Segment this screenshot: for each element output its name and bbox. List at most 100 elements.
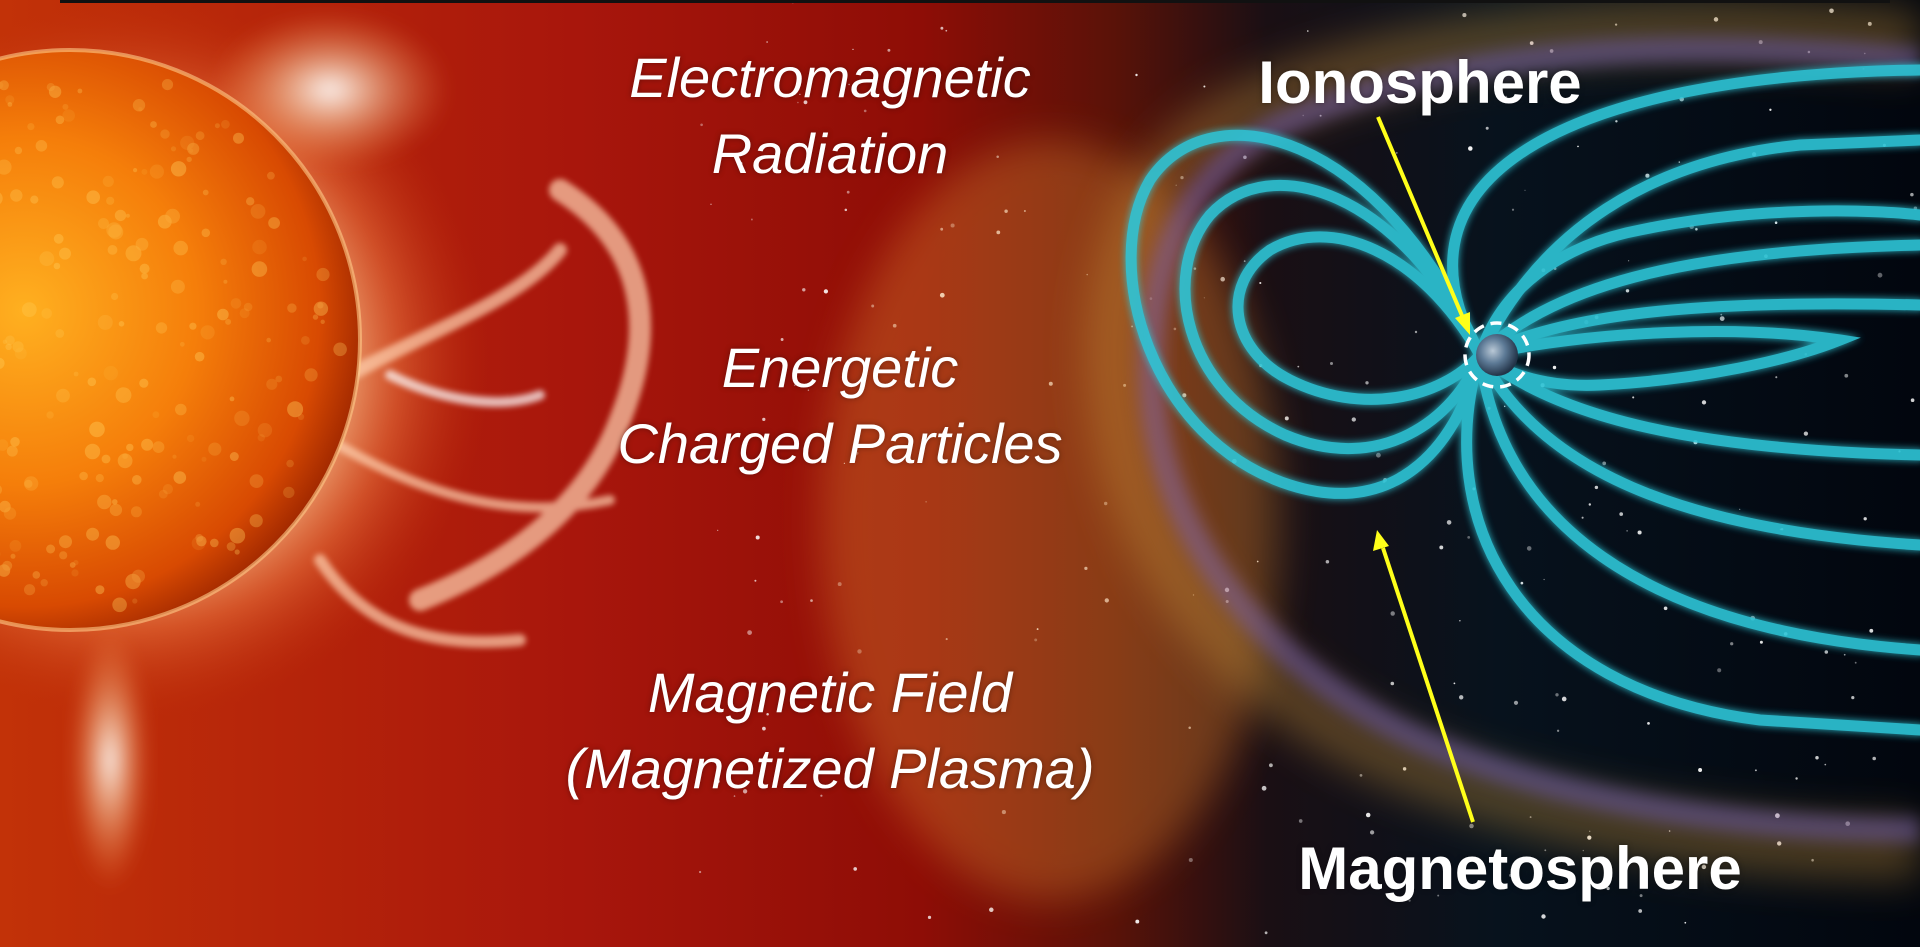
star [1639, 894, 1643, 898]
sun-granule [210, 538, 219, 548]
star [1446, 520, 1452, 525]
sun-granule [2, 560, 13, 571]
star [1505, 95, 1508, 98]
sun-granule [21, 302, 37, 317]
sun-granule [191, 536, 206, 551]
sun-granule [125, 245, 142, 262]
star [1298, 819, 1303, 823]
star [1135, 73, 1138, 77]
star [1854, 661, 1857, 664]
star [1203, 85, 1206, 88]
sun-granule [112, 499, 118, 505]
star [1581, 516, 1584, 519]
star [803, 100, 808, 105]
sun-granule [160, 129, 170, 139]
sun-granule [189, 148, 194, 153]
star [1503, 405, 1506, 408]
magnetic-line1: Magnetic Field [647, 661, 1013, 724]
star [1469, 823, 1474, 829]
sun-granule [5, 343, 12, 350]
sun-granule [62, 109, 75, 122]
ionosphere-arrow [1376, 116, 1470, 335]
sun-granule [194, 351, 205, 362]
star [755, 535, 760, 540]
sun-granule [149, 164, 164, 179]
sun-granule [106, 196, 115, 205]
star [1526, 546, 1532, 551]
sun-granule [117, 453, 133, 469]
ionosphere-label: Ionosphere [1258, 49, 1582, 116]
star [780, 338, 784, 341]
magnetic-line2: (Magnetized Plasma) [565, 737, 1095, 800]
star [844, 208, 848, 212]
star [1284, 416, 1289, 421]
star [1437, 894, 1440, 897]
star [1135, 919, 1140, 924]
sun-granule [187, 142, 200, 155]
energetic-line1: Energetic [721, 336, 959, 399]
sun-granule [161, 79, 174, 91]
magnetic-field-lines-icon [1125, 64, 1920, 736]
sun-granule [283, 486, 295, 499]
sun-granule [189, 322, 197, 330]
sun-granule [108, 224, 124, 240]
star [1701, 400, 1707, 405]
sun-granule [10, 189, 23, 202]
sun-granule [56, 388, 70, 403]
sun-granule [266, 378, 278, 390]
sun-granule [179, 341, 185, 347]
sun-granule [230, 298, 242, 309]
star [698, 870, 702, 874]
sun-granule [86, 190, 100, 204]
sun-granule [220, 258, 227, 265]
sun-granule [157, 214, 172, 229]
star [1754, 769, 1757, 772]
sun-granule [304, 368, 318, 382]
sun-granule [173, 471, 187, 484]
sun-granule [312, 314, 319, 320]
star [927, 915, 932, 920]
star [1647, 722, 1650, 725]
sun-granule [172, 454, 177, 459]
star [766, 712, 769, 716]
sun-granule [107, 245, 118, 255]
star [1555, 693, 1559, 697]
star [1627, 260, 1630, 262]
star [733, 795, 736, 797]
star [1910, 398, 1915, 403]
sun-granule [225, 318, 232, 325]
star [1476, 872, 1478, 874]
sun-granule [152, 441, 165, 453]
sun-granule [112, 597, 127, 613]
star [1261, 785, 1267, 791]
sun-granule [102, 175, 114, 187]
star [1824, 763, 1827, 766]
sun-granule [24, 584, 36, 596]
star [1606, 886, 1610, 891]
star [1824, 650, 1829, 654]
sun-granule [9, 540, 22, 552]
sun-granule [173, 240, 188, 256]
star [1730, 642, 1734, 646]
sun-granule [77, 88, 83, 94]
sun-granule [0, 81, 4, 89]
magnetosphere-boundary [1084, 0, 1920, 880]
sun-granule [286, 459, 294, 468]
sun-granule [250, 204, 266, 219]
earth-icon [1476, 334, 1518, 376]
sun-granule [7, 102, 13, 107]
star [799, 93, 801, 96]
star [1307, 30, 1309, 32]
star [1637, 530, 1642, 535]
sun-granule [214, 123, 220, 129]
sun-granule [229, 396, 235, 402]
sun-granule [0, 357, 5, 369]
star [807, 389, 810, 391]
sun-granule [0, 485, 2, 495]
sun-granule [48, 85, 62, 99]
star [846, 190, 850, 194]
sun-granule [287, 401, 304, 418]
star [1541, 914, 1546, 919]
sun-granule [301, 336, 310, 345]
